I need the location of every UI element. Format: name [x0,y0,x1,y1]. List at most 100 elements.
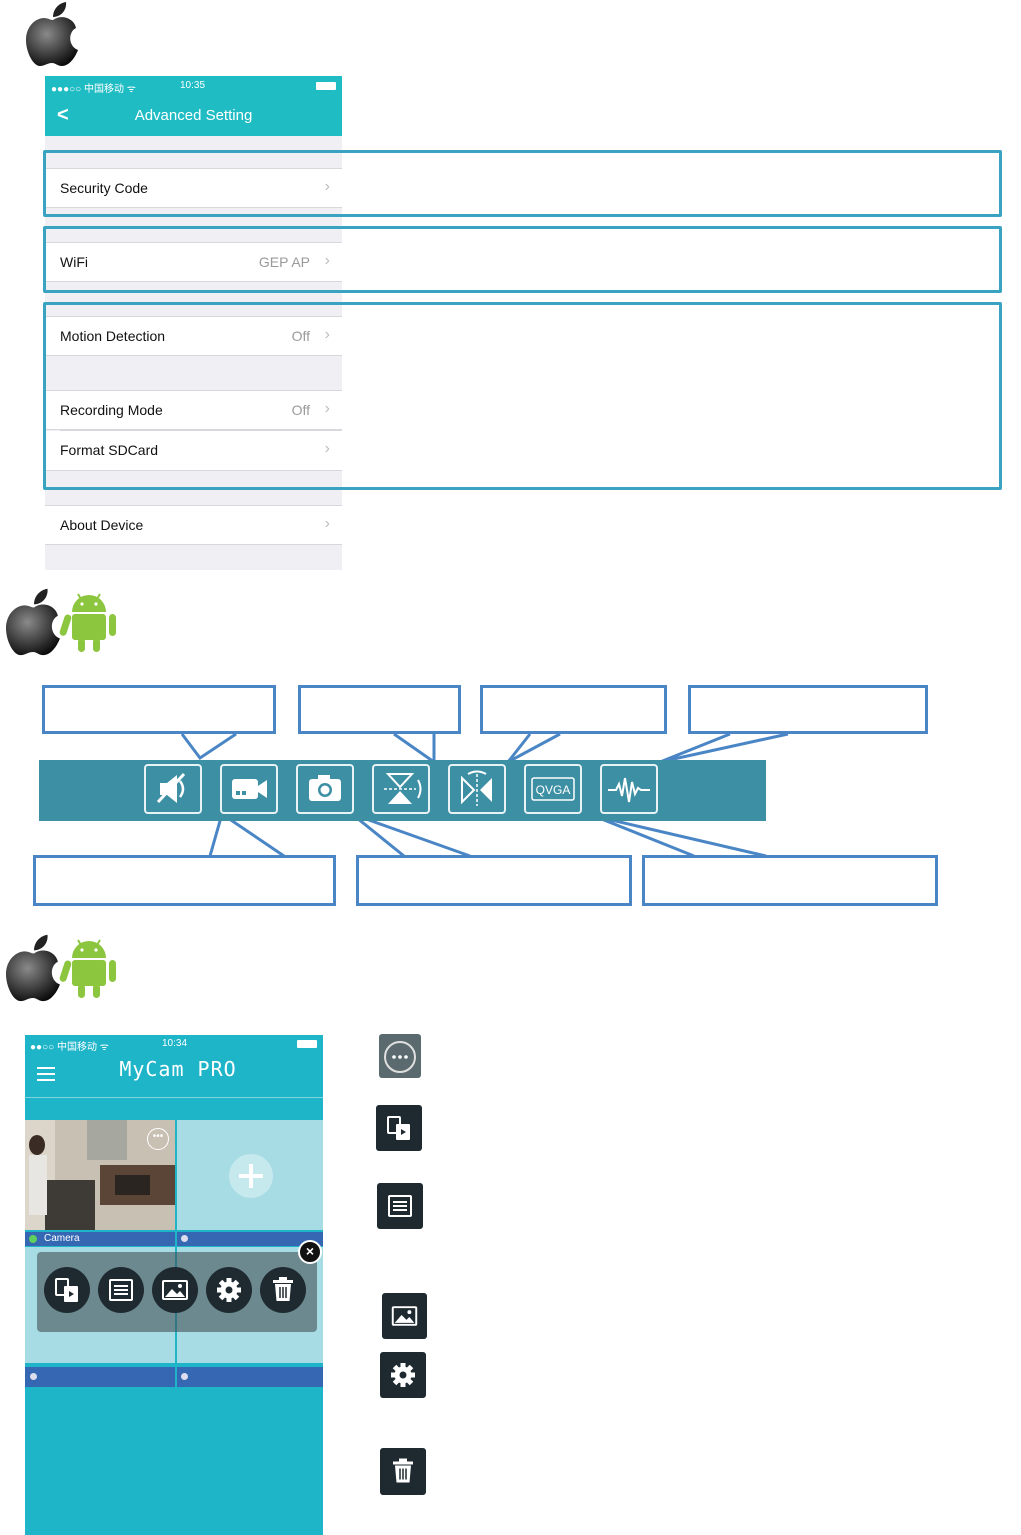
settings-row-security-code[interactable]: Security Code › [45,168,342,208]
callout-box-resolution [642,855,938,906]
highlight-frame-security [43,150,1002,217]
waveform-icon [608,777,650,803]
more-options-icon[interactable]: ••• [147,1128,169,1150]
carrier-text: ●●●○○ 中国移动 ᯤ [51,84,136,95]
app-title: MyCam PRO [119,1057,237,1081]
apple-logo-icon [6,934,60,1002]
gear-icon [391,1363,415,1387]
online-status-dot [29,1235,37,1243]
page-title: Advanced Setting [134,107,253,124]
header-divider [25,1097,323,1098]
carrier-text: ●●○○ 中国移动 ᯤ [30,1042,109,1053]
camera-name-bar [177,1232,323,1246]
hamburger-menu-icon[interactable] [37,1067,55,1081]
switch-view-button[interactable] [44,1267,90,1313]
row-value: Off [291,328,310,344]
resolution-button[interactable]: QVGA [524,764,582,814]
settings-row-motion-detection[interactable]: Motion Detection Off › [45,316,342,356]
row-label: Format SDCard [60,442,159,458]
add-camera-icon [229,1154,273,1198]
highlight-frame-wifi [43,226,1002,293]
chevron-right-icon: › [324,440,330,457]
android-logo-icon [59,939,116,998]
settings-row-recording-mode[interactable]: Recording Mode Off › [45,390,342,430]
nav-bar: < Advanced Setting [45,96,342,136]
chevron-right-icon: › [324,178,330,195]
flip-vertical-icon [384,773,422,804]
snapshot-button[interactable] [296,764,354,814]
row-label: Security Code [60,180,148,196]
row-label: WiFi [60,254,88,270]
apple-logo-icon [26,2,78,66]
status-bar: ●●○○ 中国移动 ᯤ 10:34 [25,1035,323,1053]
mirror-horizontal-icon [461,770,492,806]
row-value: Off [291,402,310,418]
resolution-icon: QVGA [531,777,575,801]
more-options-icon [384,1041,416,1073]
flip-button[interactable] [372,764,430,814]
row-value: GEP AP [258,254,310,270]
settings-row-format-sdcard[interactable]: Format SDCard › [45,430,342,471]
settings-button[interactable] [206,1267,252,1313]
android-logo-icon [59,593,116,652]
record-video-button[interactable] [220,764,278,814]
empty-camera-slot[interactable] [177,1120,323,1230]
camera-name-bar [25,1367,175,1387]
close-panel-button[interactable]: × [298,1240,322,1264]
trash-icon [273,1277,293,1301]
legend-switch-view [376,1105,422,1151]
image-gallery-icon [391,1306,418,1326]
settings-row-wifi[interactable]: WiFi GEP AP › [45,242,342,282]
settings-row-about-device[interactable]: About Device › [45,505,342,545]
apple-logo-icon [6,588,60,656]
offline-status-dot [181,1373,188,1380]
mirror-button[interactable] [448,764,506,814]
legend-settings [380,1352,426,1398]
event-list-button[interactable] [98,1267,144,1313]
gallery-button[interactable] [152,1267,198,1313]
battery-icon [316,82,336,90]
camera-action-panel [37,1252,317,1332]
callout-box-mute [42,685,276,734]
mycam-pro-screen: ●●○○ 中国移动 ᯤ 10:34 MyCam PRO ••• Camera [25,1035,323,1535]
chevron-right-icon: › [324,515,330,532]
camera-name-bar: Camera [25,1232,175,1246]
status-bar: ●●●○○ 中国移动 ᯤ 10:35 [45,76,342,96]
row-label: Motion Detection [60,328,166,344]
row-divider [60,430,342,431]
callout-box-snapshot [356,855,632,906]
camera-name-bar [177,1367,323,1387]
chevron-right-icon: › [324,252,330,269]
legend-delete [380,1448,426,1495]
chevron-left-icon[interactable]: < [57,104,69,126]
row-label: Recording Mode [60,402,163,418]
offline-status-dot [30,1373,37,1380]
resolution-label: QVGA [536,783,571,797]
chevron-right-icon: › [324,326,330,343]
callout-box-record [33,855,336,906]
camera-name: Camera [44,1233,80,1244]
delete-button[interactable] [260,1267,306,1313]
legend-event-list [377,1183,423,1229]
list-icon [109,1279,133,1301]
mute-button[interactable] [144,764,202,814]
ios-advanced-setting-screen: ●●●○○ 中国移动 ᯤ 10:35 < Advanced Setting Se… [45,76,342,570]
offline-status-dot [181,1235,188,1242]
battery-icon [297,1040,317,1048]
switch-view-icon [387,1116,410,1140]
status-time: 10:34 [162,1038,188,1049]
live-view-toolbar: QVGA [39,760,766,821]
list-icon [388,1195,412,1217]
switch-view-icon [55,1278,78,1302]
row-label: About Device [60,517,144,533]
chevron-right-icon: › [324,400,330,417]
callout-box-mirror [480,685,667,734]
status-time: 10:35 [180,80,206,91]
video-record-icon [232,779,267,799]
gear-icon [217,1278,241,1302]
camera-snapshot-icon [309,775,341,801]
callout-box-waveform [688,685,928,734]
camera-preview-image[interactable]: ••• [25,1120,175,1230]
legend-more-options [379,1034,421,1078]
audio-waveform-button[interactable] [600,764,658,814]
